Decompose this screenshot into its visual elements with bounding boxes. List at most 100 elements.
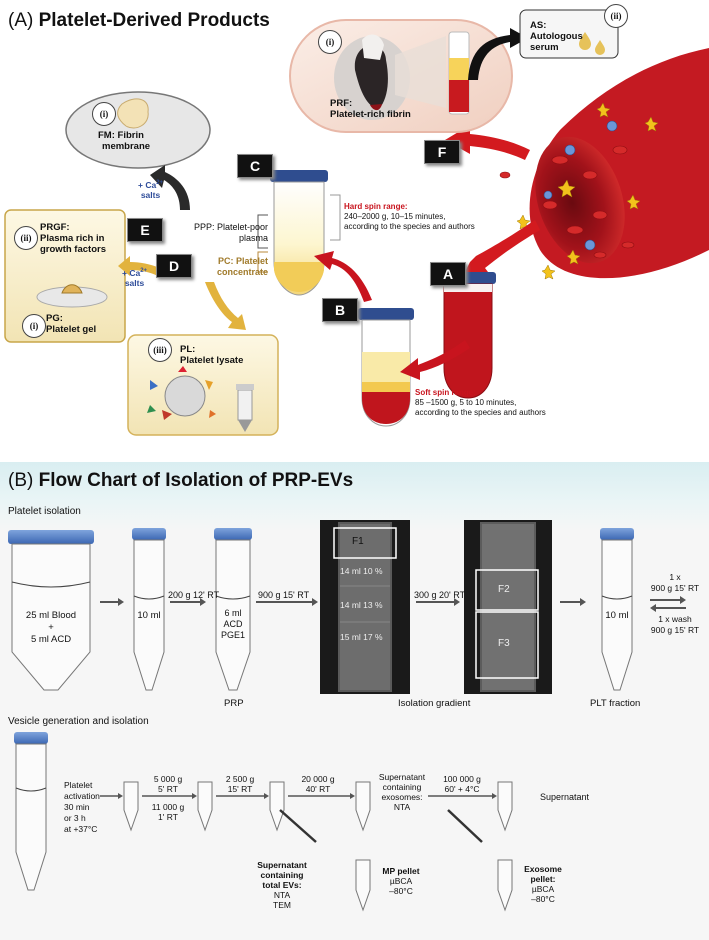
- gradient-r2: 14 ml 13 %: [340, 600, 383, 610]
- tube4-cap: [600, 528, 634, 540]
- tube4-label: 10 ml: [605, 610, 629, 621]
- prf-name: Platelet-rich fibrin: [330, 109, 411, 120]
- small-tubes: [123, 781, 513, 912]
- label-a: A: [430, 262, 466, 286]
- supernatant-label: Supernatant: [540, 792, 590, 802]
- vessel-opening: [535, 136, 625, 264]
- tube3-cap: [214, 528, 252, 540]
- panel-b-title: (B) Flow Chart of Isolation of PRP-EVs: [8, 470, 354, 491]
- bracket-hard-spin: [330, 194, 341, 241]
- tube-b-cap: [358, 308, 414, 320]
- ca-salts-left: + Ca2+salts: [122, 267, 148, 288]
- arrow-to-prf: [445, 125, 530, 160]
- prp-label: PRP: [224, 698, 244, 709]
- arrow-b-to-c: [314, 251, 372, 302]
- platelet-gel-icon: [61, 284, 83, 294]
- prgf-number: (ii): [14, 226, 38, 250]
- tube-c-cap: [270, 170, 328, 182]
- tube4: [601, 539, 633, 691]
- platelet-isolation-label: Platelet isolation: [8, 506, 81, 517]
- label-b: B: [322, 298, 358, 322]
- as-abbr: AS:: [530, 20, 547, 31]
- prgf-abbr: PRGF:: [40, 222, 70, 233]
- gradient-f2: F2: [498, 584, 510, 595]
- tube-a: [443, 283, 493, 399]
- step2-label: 900 g 15' RT: [258, 590, 310, 600]
- fm-line2: membrane: [102, 141, 151, 152]
- prf-clot: [354, 45, 388, 110]
- label-f: F: [424, 140, 460, 164]
- tube3: [215, 539, 251, 691]
- pg-number: (i): [22, 314, 46, 338]
- tube1-cap: [8, 530, 94, 544]
- gradient-r3: 15 ml 17 %: [340, 632, 383, 642]
- prgf-name-b: growth factors: [40, 244, 106, 255]
- pipette-1: [279, 809, 317, 843]
- panel-b: (B) Flow Chart of Isolation of PRP-EVs: [0, 462, 709, 940]
- tube2-label: 10 ml: [137, 610, 161, 621]
- white-cells: [543, 120, 618, 251]
- prf-zoom-cone: [395, 36, 446, 108]
- tube2-cap: [132, 528, 166, 540]
- plt-fraction-label: PLT fraction: [590, 698, 641, 709]
- pg-name: Platelet gel: [46, 324, 97, 335]
- label-c: C: [237, 154, 273, 178]
- arrow-a-to-b: [400, 340, 470, 380]
- soft-spin-text: Soft spin range: 85 –1500 g, 5 to 10 min…: [415, 388, 546, 417]
- gradient-f1: F1: [352, 536, 364, 547]
- as-name: Autologous serum: [530, 31, 583, 53]
- vesicle-label: Vesicle generation and isolation: [8, 716, 149, 727]
- pg-abbr: PG:: [46, 313, 63, 324]
- label-d: D: [156, 254, 192, 278]
- label-e: E: [127, 218, 163, 242]
- arrow-d-to-pl: [205, 282, 246, 330]
- as-number: (ii): [604, 4, 628, 28]
- hard-spin-text: Hard spin range: 240–2000 g, 10–15 minut…: [344, 202, 475, 231]
- arrow-to-tube-a: [462, 220, 540, 278]
- tube1-label: 25 ml Blood+5 ml ACD: [25, 610, 77, 645]
- prf-number: (i): [318, 30, 342, 54]
- pl-name: Platelet lysate: [180, 355, 244, 366]
- gradient-f3: F3: [498, 638, 510, 649]
- arrow-d-to-prgf: [118, 256, 160, 276]
- bracket-pc: [257, 251, 268, 273]
- pl-number: (iii): [148, 338, 172, 362]
- step3-label: 300 g 20' RT: [414, 590, 466, 600]
- fm-number: (i): [92, 102, 116, 126]
- panel-a-graphics: [4, 9, 709, 436]
- gradient-r1: 14 ml 10 %: [340, 566, 383, 576]
- vesicle-tube-cap: [14, 732, 48, 744]
- isolation-gradient-label: Isolation gradient: [398, 698, 471, 709]
- arrow-to-as: [468, 28, 528, 80]
- pl-abbr: PL:: [180, 344, 196, 355]
- bracket-ppp: [257, 214, 268, 249]
- ca-salts-top: + Ca2+salts: [138, 179, 164, 200]
- prf-abbr: PRF:: [330, 98, 353, 109]
- tube2: [133, 539, 165, 691]
- tube1: [11, 543, 91, 691]
- panel-b-graphics: [8, 520, 686, 912]
- arrow-e-to-fm: [150, 165, 190, 210]
- fibrin-membrane-icon: [117, 98, 149, 129]
- panel-a: (A) Platelet-Derived Products: [0, 0, 709, 462]
- pipette-2: [447, 809, 483, 843]
- step1-label: 200 g 12' RT: [168, 590, 220, 600]
- vesicle-tube: [15, 743, 47, 891]
- as-panel: [519, 9, 619, 59]
- serum-drops-icon: [579, 32, 605, 55]
- prgf-name-a: Plasma rich in: [40, 233, 105, 244]
